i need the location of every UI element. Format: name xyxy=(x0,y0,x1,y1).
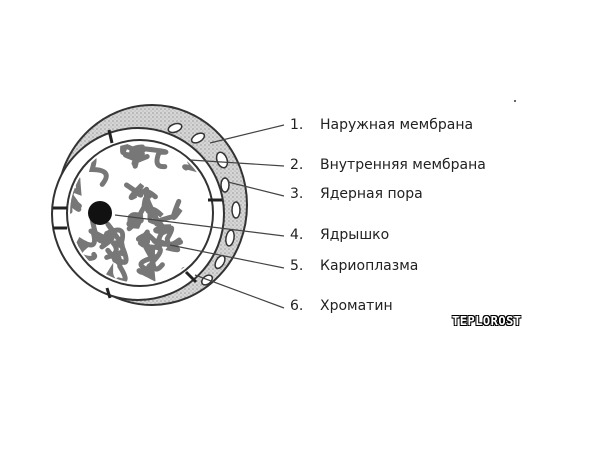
chromatin-strand xyxy=(143,189,164,225)
chromatin-strand xyxy=(112,237,128,283)
nuclear-pore xyxy=(225,229,235,247)
nuclear-pore xyxy=(220,177,230,193)
chromatin-strand xyxy=(153,224,182,247)
chromatin-strand xyxy=(136,254,158,282)
membrane-gaps xyxy=(53,129,222,299)
watermark: TEPLOROST xyxy=(452,314,522,328)
nuclear-pore xyxy=(231,201,241,219)
chromatin-strand xyxy=(135,228,173,250)
nuclear-pore xyxy=(167,122,183,134)
leader-lines xyxy=(114,124,285,309)
chromatin-strand xyxy=(89,216,126,249)
chromatin-strand xyxy=(70,173,82,196)
nucleolus xyxy=(88,201,112,225)
chromatin-strand xyxy=(124,182,150,201)
nuclear-pore xyxy=(190,132,206,144)
chromatin-strand xyxy=(131,146,169,170)
chromatin-strand xyxy=(126,212,144,229)
nuclear-pores xyxy=(167,122,241,286)
